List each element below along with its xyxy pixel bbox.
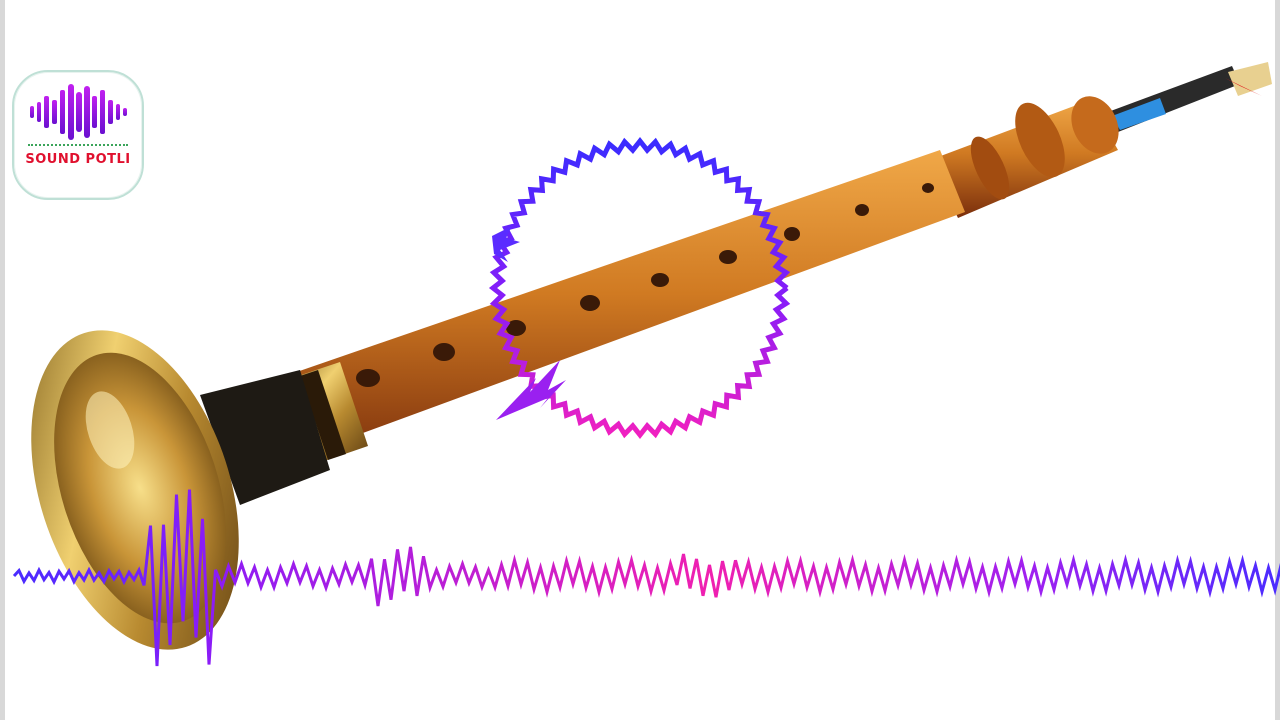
reed-tip	[1108, 62, 1272, 132]
waveform-visualizer	[12, 489, 1280, 667]
circular-audio-visualizer	[488, 136, 791, 440]
sound-potli-logo: SOUND POTLI	[12, 70, 144, 200]
ring-spike-left	[492, 226, 520, 262]
frame-edge-right	[1275, 0, 1280, 720]
frame-edge-left	[0, 0, 5, 720]
ring-spike-lower	[496, 360, 566, 420]
finger-holes	[356, 183, 934, 387]
wooden-body	[230, 150, 965, 470]
brass-collar	[200, 362, 368, 505]
sound-logo-icon	[30, 84, 127, 140]
top-carving	[930, 96, 1119, 218]
logo-brand-text: SOUND POTLI	[25, 152, 131, 167]
logo-divider	[28, 144, 128, 146]
